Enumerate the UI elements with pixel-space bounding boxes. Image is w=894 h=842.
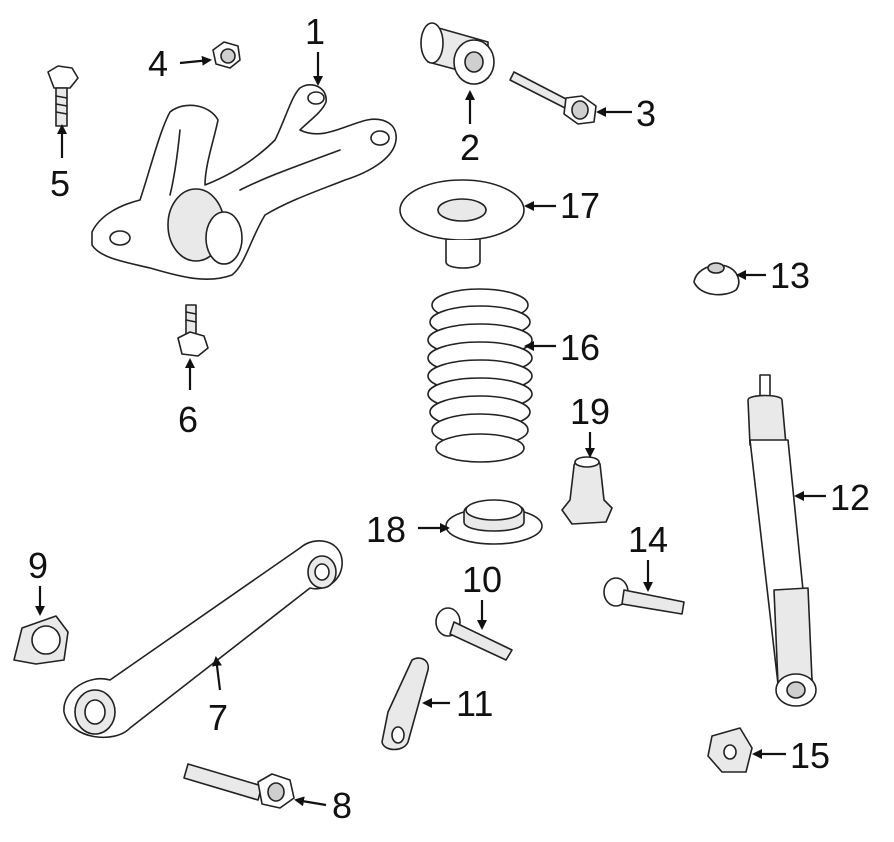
bracket-part-9 xyxy=(13,615,69,665)
nut-part-4 xyxy=(212,41,241,69)
callout-3: 3 xyxy=(636,93,656,134)
lateral-link-part xyxy=(63,540,343,739)
bump-stop-part xyxy=(561,456,613,525)
callout-13: 13 xyxy=(770,255,810,296)
leader-7 xyxy=(212,656,222,691)
callout-labels: 1 2 3 4 5 6 7 8 9 10 11 12 13 14 15 16 1… xyxy=(28,11,870,826)
callout-10: 10 xyxy=(462,559,502,600)
bolt-part-8 xyxy=(183,763,295,809)
callout-12: 12 xyxy=(830,477,870,518)
spring-upper-seat-part xyxy=(399,179,525,269)
callout-11: 11 xyxy=(456,683,493,724)
leader-lines xyxy=(35,52,826,807)
callout-9: 9 xyxy=(28,545,48,586)
knuckle-part xyxy=(91,84,397,281)
callout-4: 4 xyxy=(148,43,168,84)
callout-14: 14 xyxy=(628,519,668,560)
coil-spring-part xyxy=(427,288,533,463)
bolt-part-10 xyxy=(435,607,513,661)
callout-5: 5 xyxy=(50,163,70,204)
bolt-part-3 xyxy=(509,71,597,125)
bracket-part-15 xyxy=(707,727,753,773)
shock-absorber-part xyxy=(747,374,817,707)
callout-8: 8 xyxy=(332,785,352,826)
spring-lower-seat-part xyxy=(445,499,543,545)
bushing-part xyxy=(420,22,495,85)
callout-1: 1 xyxy=(305,11,325,52)
callout-16: 16 xyxy=(560,327,600,368)
callout-6: 6 xyxy=(178,399,198,440)
callout-2: 2 xyxy=(460,127,480,168)
cap-part-13 xyxy=(693,262,740,296)
callout-17: 17 xyxy=(560,185,600,226)
callout-7: 7 xyxy=(208,697,228,738)
leader-4 xyxy=(179,55,212,66)
leader-8 xyxy=(294,796,327,807)
callout-15: 15 xyxy=(790,735,830,776)
callout-19: 19 xyxy=(570,391,610,432)
bracket-part-11 xyxy=(381,657,430,751)
bolt-part-5 xyxy=(47,65,79,127)
bolt-part-6 xyxy=(177,304,209,357)
bolt-part-14 xyxy=(603,577,685,615)
callout-18: 18 xyxy=(366,509,406,550)
